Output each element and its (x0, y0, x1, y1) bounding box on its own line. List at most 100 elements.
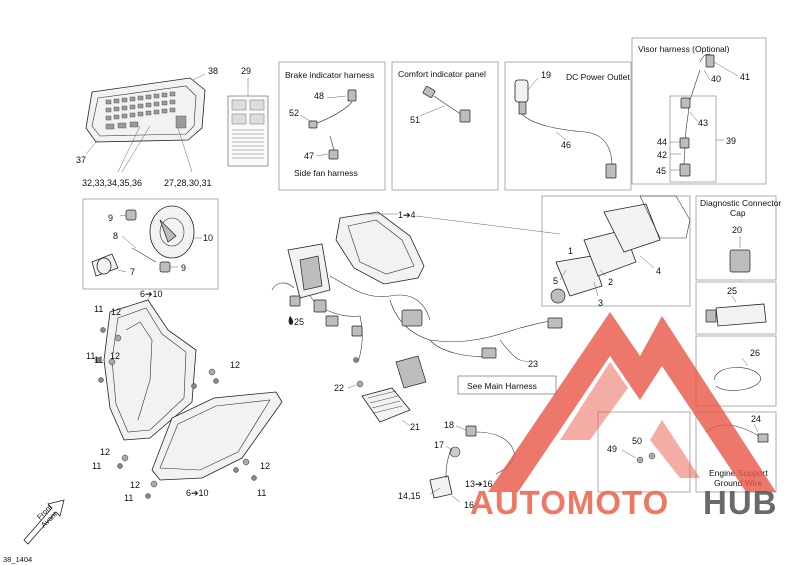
callout-16: 16 (464, 500, 474, 510)
callout-44: 44 (657, 137, 667, 147)
callout-2: 2 (608, 277, 613, 287)
diag-connector-title-2: Cap (730, 208, 746, 218)
callout-11e: 11 (124, 493, 133, 503)
callout-25-box: 25 (727, 286, 737, 296)
voltage-regulator (347, 355, 427, 427)
callout-51: 51 (410, 115, 420, 125)
callout-12e: 12 (260, 461, 270, 471)
callout-47: 47 (304, 151, 314, 161)
watermark-text: AUTOMOTO HUB (470, 484, 778, 521)
side-fan-harness-title: Side fan harness (294, 168, 358, 178)
callout-39: 39 (726, 136, 736, 146)
callout-12c: 12 (230, 360, 240, 370)
screw-box (597, 411, 691, 493)
callout-45: 45 (656, 166, 666, 176)
main-harness-part (457, 339, 557, 395)
engine-support-title-2: Ground Wire (714, 478, 762, 488)
dc-power-title: DC Power Outlet (566, 72, 630, 82)
dc-power-box (504, 61, 632, 191)
fuse-label-sheet (227, 78, 269, 167)
callout-24: 24 (751, 414, 761, 424)
comfort-panel-title: Comfort indicator panel (398, 69, 486, 79)
callout-4: 4 (656, 266, 661, 276)
headlight-bulb-part (91, 205, 202, 277)
grease-tube-part (705, 295, 767, 327)
callout-27-31: 27,28,30,31 (164, 178, 212, 188)
callout-52: 52 (289, 108, 299, 118)
callout-9a: 9 (108, 213, 113, 223)
brake-harness-part (299, 89, 357, 160)
callout-25: 25 (294, 317, 304, 327)
callout-12f: 12 (130, 480, 140, 490)
callout-38: 38 (208, 66, 218, 76)
visor-harness-box (631, 37, 767, 185)
left-headlight-housing (103, 295, 197, 441)
comfort-panel-box (391, 61, 499, 191)
brake-harness-box (278, 61, 386, 191)
central-harness (271, 243, 563, 363)
screw-part (621, 449, 656, 464)
callout-11b: 11 (86, 351, 95, 361)
callout-3: 3 (598, 298, 603, 308)
callout-1-4: 1➔4 (398, 210, 416, 220)
callout-22: 22 (334, 383, 344, 393)
callout-42: 42 (657, 150, 667, 160)
diag-cap-part (729, 236, 751, 273)
see-main-harness: See Main Harness (467, 381, 537, 391)
diag-connector-box (695, 195, 777, 281)
callout-17: 17 (434, 440, 444, 450)
callout-23: 23 (528, 359, 538, 369)
callout-12b: 12 (110, 351, 120, 361)
callout-14-15: 14,15 (398, 491, 421, 501)
watermark-part2: HUB (703, 484, 778, 521)
callout-49: 49 (607, 444, 617, 454)
callout-11d: 11 (92, 461, 101, 471)
watermark-part1: AUTOMOTO (470, 484, 669, 521)
watermark-logo-icon (488, 312, 776, 492)
visor-harness-title: Visor harness (Optional) (638, 44, 730, 54)
callout-8: 8 (113, 231, 118, 241)
callout-13-16: 13➔16 (465, 479, 493, 489)
callout-7: 7 (130, 267, 135, 277)
callout-5: 5 (553, 276, 558, 286)
figure-code: 38_1404 (3, 555, 32, 564)
lower-headlight-lens (117, 391, 283, 499)
callout-1: 1 (568, 246, 573, 256)
clamp-part (713, 357, 761, 391)
callout-37: 37 (76, 155, 86, 165)
callout-50: 50 (632, 436, 642, 446)
callout-11f: 11 (257, 488, 266, 498)
grease-tube-box (695, 281, 777, 335)
visor-harness-part (669, 53, 739, 183)
gauge-cluster (335, 211, 561, 285)
callout-46: 46 (561, 140, 571, 150)
gauge-parts (550, 195, 691, 304)
callout-20: 20 (732, 225, 742, 235)
callout-40: 40 (711, 74, 721, 84)
ground-wire-box (695, 411, 777, 493)
callout-18: 18 (444, 420, 454, 430)
callout-41: 41 (740, 72, 750, 82)
diag-connector-title-1: Diagnostic Connector (700, 198, 781, 208)
callout-12a: 12 (111, 307, 121, 317)
fuse-box (85, 73, 206, 173)
dc-power-part (514, 77, 617, 179)
brake-harness-title: Brake indicator harness (285, 70, 374, 80)
callout-6-10a: 6➔10 (140, 289, 163, 299)
callout-6-10b: 6➔10 (186, 488, 209, 498)
callout-12d: 12 (100, 447, 110, 457)
callout-32-36: 32,33,34,35,36 (82, 178, 142, 188)
callout-21: 21 (410, 422, 420, 432)
small-fasteners-left (95, 327, 219, 389)
callout-48: 48 (314, 91, 324, 101)
callout-11c: 11 (94, 355, 103, 365)
headlight-bulb-box (82, 198, 219, 290)
callout-26: 26 (750, 348, 760, 358)
gauge-parts-box (541, 195, 691, 307)
switch-parts (429, 425, 515, 503)
front-arrow-icon (23, 499, 65, 545)
callout-10: 10 (203, 233, 213, 243)
callout-29: 29 (241, 66, 251, 76)
comfort-panel-part (419, 86, 471, 123)
